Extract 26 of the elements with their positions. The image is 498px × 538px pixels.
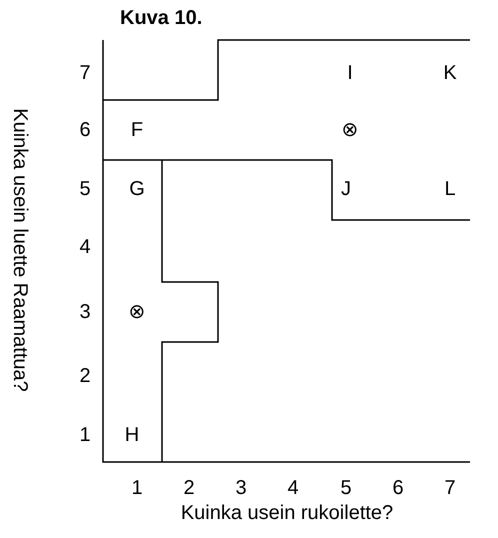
tick-label: 2 [79,364,91,388]
region-letter: G [129,177,145,201]
tick-label: 5 [79,177,91,201]
tick-label: 1 [131,476,143,500]
tick-label: 4 [79,235,91,259]
tick-label: 5 [340,476,352,500]
tick-label: 7 [79,61,91,85]
region-letter: K [443,61,457,85]
tick-label: 6 [392,476,404,500]
cross-marker: ⊗ [342,118,358,142]
tick-label: 4 [287,476,299,500]
axis-title: Kuinka usein luette Raamattua? [8,108,32,392]
tick-label: 1 [79,423,91,447]
region-letter: L [444,177,456,201]
cross-marker: ⊗ [128,300,146,324]
tick-label: 3 [79,300,91,324]
figure-title: Kuva 10. [120,6,202,30]
tick-label: 7 [444,476,456,500]
tick-label: 3 [235,476,247,500]
tick-label: 6 [79,118,91,142]
tick-label: 2 [183,476,195,500]
region-letter: J [341,177,351,201]
axis-title: Kuinka usein rukoilette? [180,501,394,525]
region-letter: H [124,423,140,447]
region-letter: F [130,118,144,142]
region-letter: I [347,61,353,85]
